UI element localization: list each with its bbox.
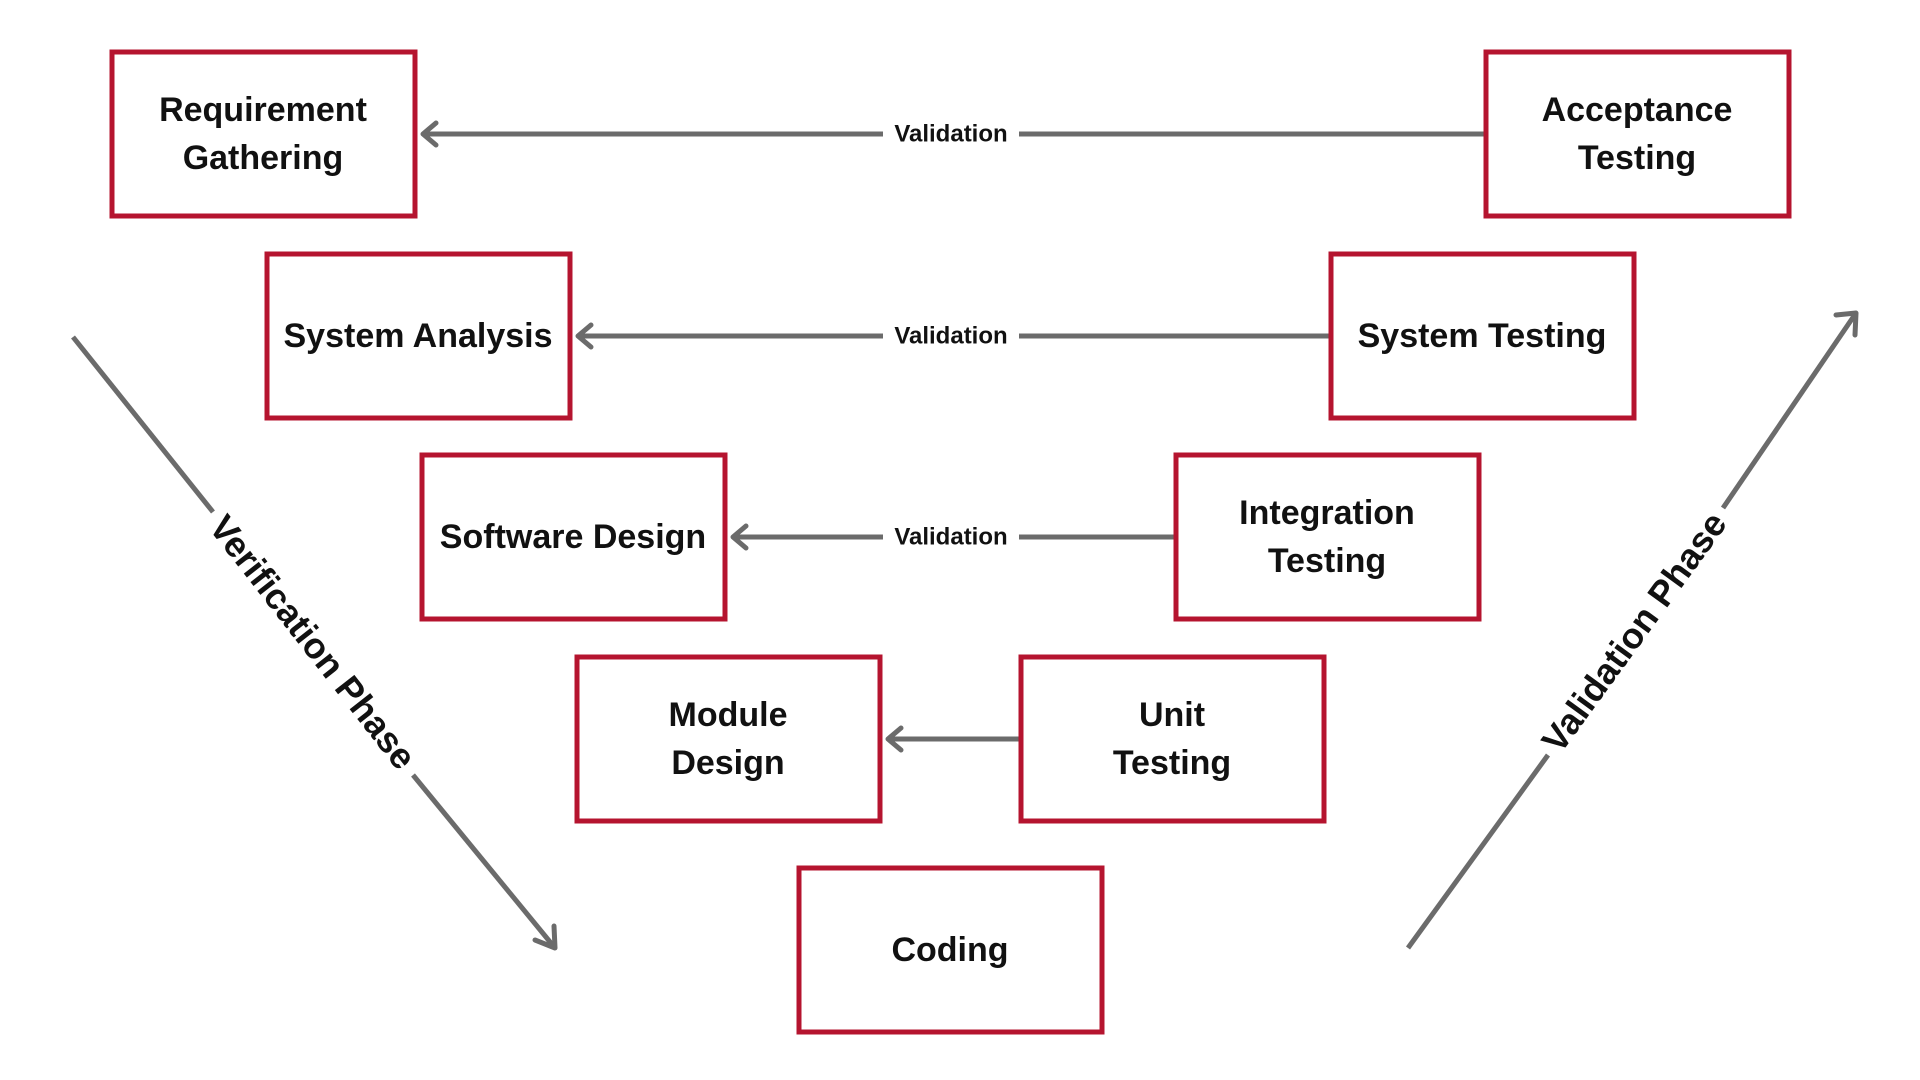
arrowhead-left-icon <box>420 120 439 148</box>
validation-phase-label: Validation Phase <box>1533 504 1734 760</box>
box-label: System Testing <box>1358 317 1607 355</box>
box-label: Testing <box>1268 542 1386 580</box>
arrowhead-left-icon <box>730 523 749 551</box>
box-label: Gathering <box>183 139 344 177</box>
box-software-design: Software Design <box>419 452 728 622</box>
box-label: Software Design <box>440 518 706 556</box>
arrowhead-left-icon <box>575 322 594 350</box>
validation-label: Validation <box>894 323 1007 350</box>
connector-unit-to-module-design <box>885 725 1021 753</box>
box-label: System Analysis <box>284 317 553 355</box>
box-system-analysis: System Analysis <box>264 251 573 421</box>
box-label: Requirement <box>159 91 367 129</box>
arrowhead-down-right-icon <box>532 923 558 951</box>
validation-label: Validation <box>894 524 1007 551</box>
connector-acceptance-to-requirement: Validation <box>420 117 1486 151</box>
box-label: Design <box>671 744 784 782</box>
box-label: Testing <box>1113 744 1231 782</box>
box-integration-testing: Integration Testing <box>1173 452 1482 622</box>
connector-integration-to-software-design: Validation <box>730 520 1176 554</box>
verification-phase-arrow: Verification Phase <box>71 335 558 951</box>
box-label: Unit <box>1139 696 1205 734</box>
box-label: Acceptance <box>1542 91 1733 129</box>
arrowhead-left-icon <box>885 725 904 753</box>
verification-phase-label: Verification Phase <box>201 507 424 777</box>
arrowhead-up-right-icon <box>1833 310 1859 338</box>
connector-system-testing-to-analysis: Validation <box>575 319 1331 353</box>
box-module-design: Module Design <box>574 654 883 824</box>
box-label: Integration <box>1239 494 1415 532</box>
box-system-testing: System Testing <box>1328 251 1637 421</box>
validation-label: Validation <box>894 121 1007 148</box>
box-requirement-gathering: Requirement Gathering <box>109 49 418 219</box>
box-acceptance-testing: Acceptance Testing <box>1483 49 1792 219</box>
box-coding: Coding <box>796 865 1105 1035</box>
box-label: Coding <box>891 931 1008 969</box>
box-label: Module <box>669 696 788 734</box>
box-label: Testing <box>1578 139 1696 177</box>
box-unit-testing: Unit Testing <box>1018 654 1327 824</box>
